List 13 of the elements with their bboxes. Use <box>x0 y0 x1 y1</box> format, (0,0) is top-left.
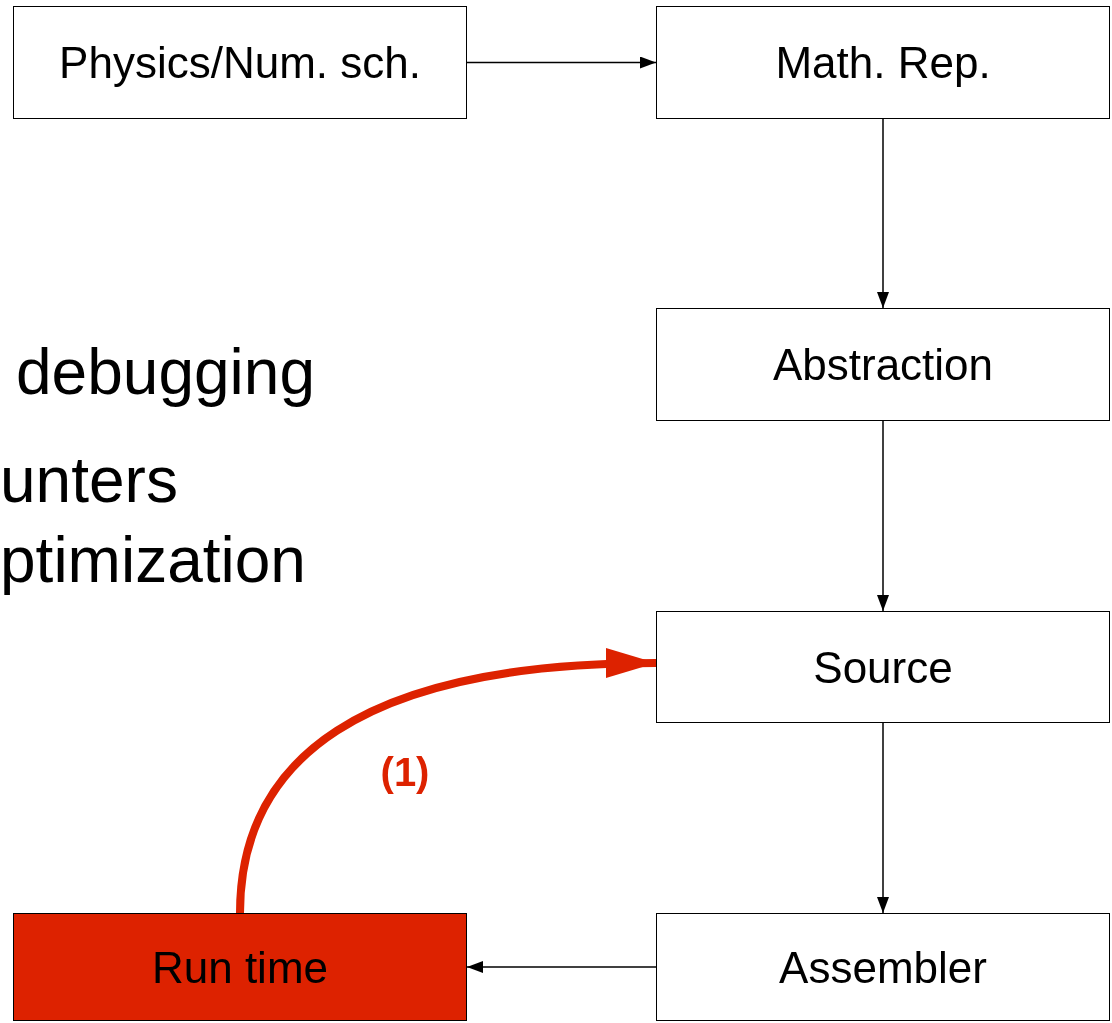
arrow <box>466 961 657 973</box>
arrow <box>466 56 657 69</box>
process-box: Math. Rep. <box>656 6 1110 119</box>
highlighted-process-box: Run time <box>13 913 467 1021</box>
process-box: Abstraction <box>656 308 1110 421</box>
process-box: Assembler <box>656 913 1110 1021</box>
bullet-text: unters <box>0 448 178 512</box>
process-box: Source <box>656 611 1110 723</box>
arrow <box>877 118 889 309</box>
process-box: Physics/Num. sch. <box>13 6 467 119</box>
arrow <box>877 420 889 612</box>
arrow <box>236 649 657 914</box>
arrow <box>877 722 889 914</box>
